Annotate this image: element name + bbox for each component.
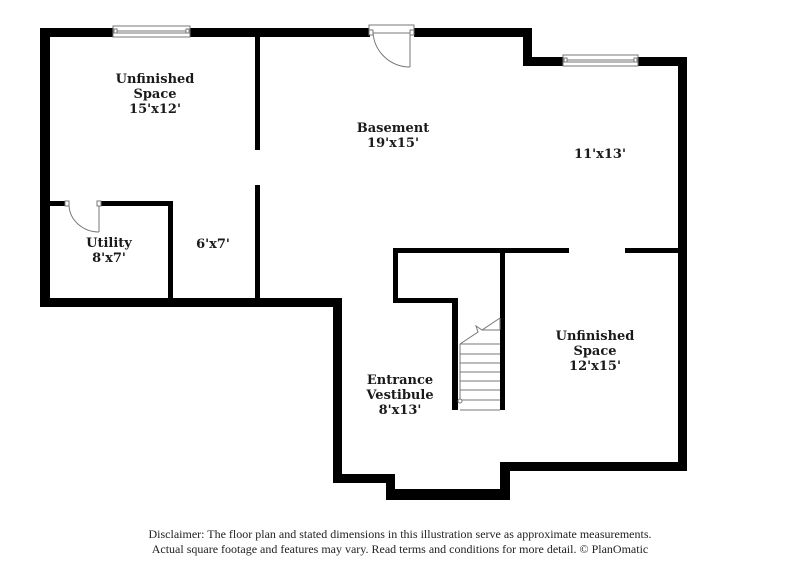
room-name: Entrance [366, 373, 434, 388]
room-label-entrance-vestibule: Entrance Vestibule 8'x13' [366, 373, 433, 418]
room-name: Unfinished [555, 329, 635, 344]
room-label-utility: Utility 8'x7' [86, 236, 132, 266]
door-top-entry [368, 24, 415, 68]
interior-walls [50, 37, 680, 410]
room-label-basement: Basement 19'x15' [357, 121, 429, 151]
room-label-unfinished-space-1: Unfinished Space 15'x12' [116, 72, 195, 117]
room-name: Vestibule [366, 388, 434, 403]
disclaimer-line-2: Actual square footage and features may v… [151, 542, 649, 556]
room-name: Unfinished [115, 72, 195, 87]
room-name: Space [573, 344, 617, 359]
room-name: Utility [86, 236, 132, 251]
door-utility [64, 200, 102, 233]
room-dimensions: 12'x15' [569, 359, 621, 374]
room-name: Basement [356, 121, 430, 136]
exterior-walls [40, 28, 687, 500]
room-dimensions: 15'x12' [129, 102, 181, 117]
room-label-unfinished-space-2: Unfinished Space 12'x15' [556, 329, 635, 374]
room-dimensions: 19'x15' [367, 136, 419, 151]
room-dimensions: 8'x7' [92, 251, 126, 266]
disclaimer-line-1: Disclaimer: The floor plan and stated di… [148, 527, 652, 541]
room-dimensions: 6'x7' [196, 237, 230, 252]
room-name: Space [133, 87, 177, 102]
room-dimensions: 8'x13' [378, 403, 422, 418]
room-dimensions: 11'x13' [574, 147, 626, 162]
room-label-11x13: 11'x13' [574, 147, 626, 162]
disclaimer: Disclaimer: The floor plan and stated di… [0, 527, 800, 557]
staircase [457, 317, 501, 411]
room-label-6x7: 6'x7' [196, 237, 230, 252]
window-top-right [562, 54, 639, 67]
window-top-left [112, 25, 191, 38]
